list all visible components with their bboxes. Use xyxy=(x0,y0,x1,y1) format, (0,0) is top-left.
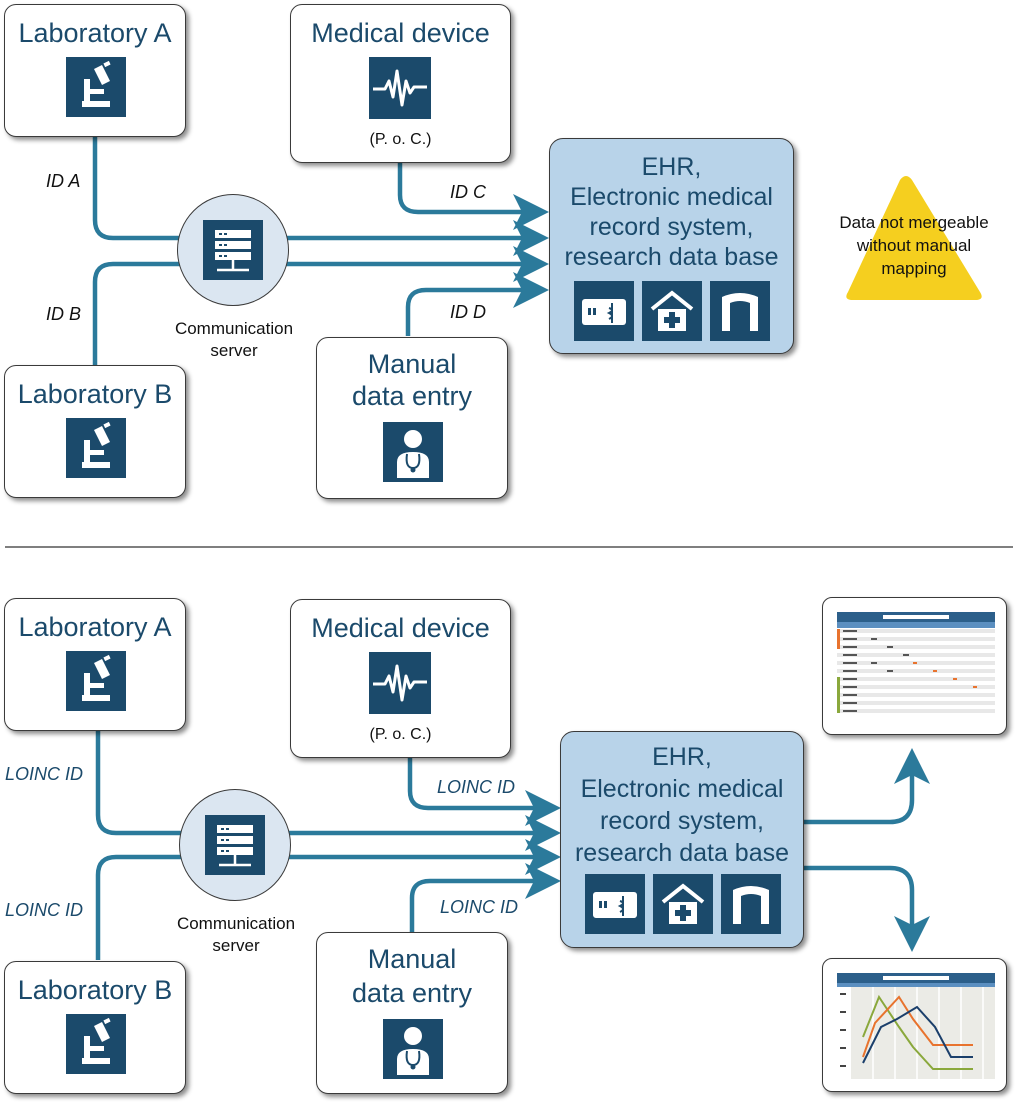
server-label-line2: server xyxy=(210,341,258,360)
id-a-label: ID A xyxy=(46,171,81,191)
lab-a-box-bottom: Laboratory A xyxy=(4,598,186,731)
warning-text: Data not mergeable without manual mappin… xyxy=(819,211,1009,280)
loinc-id-lab-b-label: LOINC ID xyxy=(5,900,84,920)
archive-icon xyxy=(721,874,781,934)
archive-icon xyxy=(710,281,770,341)
clinician-icon xyxy=(383,422,443,482)
line-lab-a-top xyxy=(92,137,549,256)
ehr-title-line4: research data base xyxy=(564,243,779,271)
line-manual-bottom xyxy=(409,863,561,932)
lab-b-box-top: Laboratory B xyxy=(4,365,186,498)
server-label-line2: server xyxy=(212,936,260,955)
line-ehr-to-chart xyxy=(804,865,930,952)
ehr-title-line3: record system, xyxy=(589,213,754,241)
manual-entry-title-line2: data entry xyxy=(351,978,473,1008)
ehr-box-top: EHR, Electronic medical record system, r… xyxy=(549,138,794,354)
lab-b-title: Laboratory B xyxy=(17,379,173,409)
id-b-label: ID B xyxy=(46,304,82,324)
ekg-monitor-icon xyxy=(369,57,431,119)
warning-line2: without manual xyxy=(856,236,972,255)
warning-line1: Data not mergeable xyxy=(839,213,989,232)
line-ehr-to-table xyxy=(804,748,930,825)
line-lab-b-top xyxy=(92,246,549,365)
hospital-icon xyxy=(642,281,702,341)
lab-a-title: Laboratory A xyxy=(18,612,172,642)
line-lab-b-bottom xyxy=(95,839,561,960)
microscope-icon xyxy=(66,57,126,117)
line-chart-report-icon xyxy=(822,958,1007,1092)
ehr-title-line2: Electronic medical xyxy=(580,775,784,803)
manual-entry-title-line1: Manual xyxy=(367,944,457,974)
server-node-bottom xyxy=(179,789,291,901)
line-device-bottom xyxy=(407,758,561,826)
ehr-box-bottom: EHR, Electronic medical record system, r… xyxy=(560,731,804,948)
medical-device-box-top: Medical device (P. o. C.) xyxy=(290,4,511,163)
id-c-label: ID C xyxy=(450,182,486,202)
lab-a-title: Laboratory A xyxy=(18,18,172,48)
server-label-line1: Communication xyxy=(174,319,294,338)
health-card-icon xyxy=(585,874,645,934)
manual-entry-box-bottom: Manual data entry xyxy=(316,932,508,1094)
ehr-title-line1: EHR, xyxy=(641,153,702,181)
table-report-icon xyxy=(822,597,1007,735)
lab-b-title: Laboratory B xyxy=(17,975,173,1005)
microscope-icon xyxy=(66,418,126,478)
health-card-icon xyxy=(574,281,634,341)
clinician-icon xyxy=(383,1019,443,1079)
microscope-icon xyxy=(66,651,126,711)
loinc-id-lab-a-label: LOINC ID xyxy=(5,764,84,784)
loinc-id-manual-label: LOINC ID xyxy=(440,897,519,917)
server-label-line1: Communication xyxy=(176,914,296,933)
ehr-title-line1: EHR, xyxy=(652,743,712,771)
manual-entry-box-top: Manual data entry xyxy=(316,337,508,499)
medical-device-subtitle: (P. o. C.) xyxy=(369,131,432,148)
server-label-bottom: Communication server xyxy=(156,913,316,957)
microscope-icon xyxy=(66,1014,126,1074)
medical-device-subtitle: (P. o. C.) xyxy=(369,726,432,743)
ehr-title-line3: record system, xyxy=(600,807,764,835)
loinc-id-device-label: LOINC ID xyxy=(437,777,516,797)
line-manual-top xyxy=(405,272,549,336)
line-device-top xyxy=(397,163,549,230)
server-label-top: Communication server xyxy=(154,318,314,362)
ekg-monitor-icon xyxy=(369,652,431,714)
line-lab-a-bottom xyxy=(95,731,561,851)
warning-line3: mapping xyxy=(881,259,947,278)
ehr-title-line4: research data base xyxy=(574,839,790,867)
hospital-icon xyxy=(653,874,713,934)
lab-a-box-top: Laboratory A xyxy=(4,4,186,137)
id-d-label: ID D xyxy=(450,302,486,322)
server-node-top xyxy=(177,194,289,306)
manual-entry-title-line2: data entry xyxy=(351,381,473,411)
server-icon xyxy=(205,815,265,875)
ehr-title-line2: Electronic medical xyxy=(570,183,773,211)
manual-entry-title-line1: Manual xyxy=(367,349,457,379)
medical-device-box-bottom: Medical device (P. o. C.) xyxy=(290,599,511,758)
lab-b-box-bottom: Laboratory B xyxy=(4,961,186,1094)
warning-triangle-icon xyxy=(846,176,982,300)
server-icon xyxy=(203,220,263,280)
medical-device-title: Medical device xyxy=(311,18,490,48)
medical-device-title: Medical device xyxy=(311,613,490,643)
